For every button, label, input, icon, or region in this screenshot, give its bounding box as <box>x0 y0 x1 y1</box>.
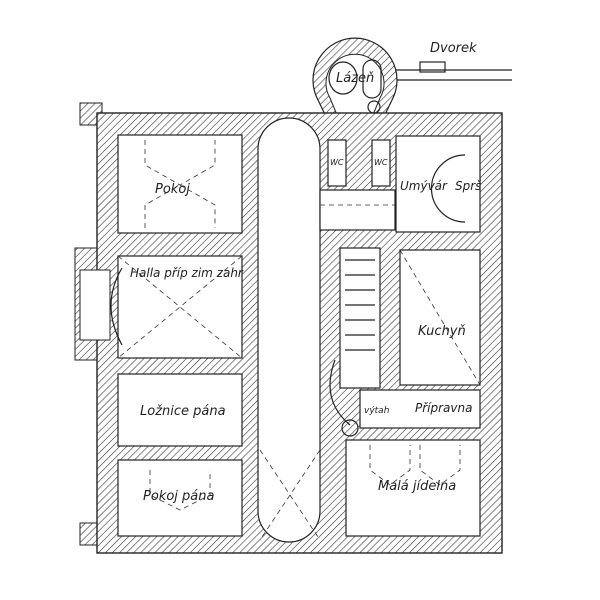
label-pantry: Přípravna <box>415 401 472 415</box>
label-washroom: Umývár <box>400 179 448 193</box>
label-wc-right: WC <box>374 158 388 167</box>
hall-bay-window <box>110 267 123 346</box>
shower-wall <box>430 154 466 223</box>
vault-lines <box>117 140 481 541</box>
room-labels: Dvorek Lázeň WC WC Umývár Sprš Pokoj Hal… <box>130 41 482 504</box>
label-kitchen: Kuchyň <box>418 324 466 339</box>
label-shower: Sprš <box>455 179 482 193</box>
label-wc-left: WC <box>330 158 344 167</box>
label-bath: Lázeň <box>336 71 374 86</box>
rooms <box>117 117 481 543</box>
staircase <box>329 259 375 437</box>
label-small-dining: Malá jídelna <box>378 479 456 494</box>
label-room: Pokoj <box>155 182 190 197</box>
label-hall: Halla příp zim zahr <box>130 266 244 280</box>
label-master-room: Pokoj pána <box>143 489 214 504</box>
courtyard-wall <box>395 61 512 81</box>
label-lift: výtah <box>364 406 390 416</box>
label-courtyard: Dvorek <box>430 41 477 56</box>
label-master-bedroom: Ložnice pána <box>140 404 226 419</box>
